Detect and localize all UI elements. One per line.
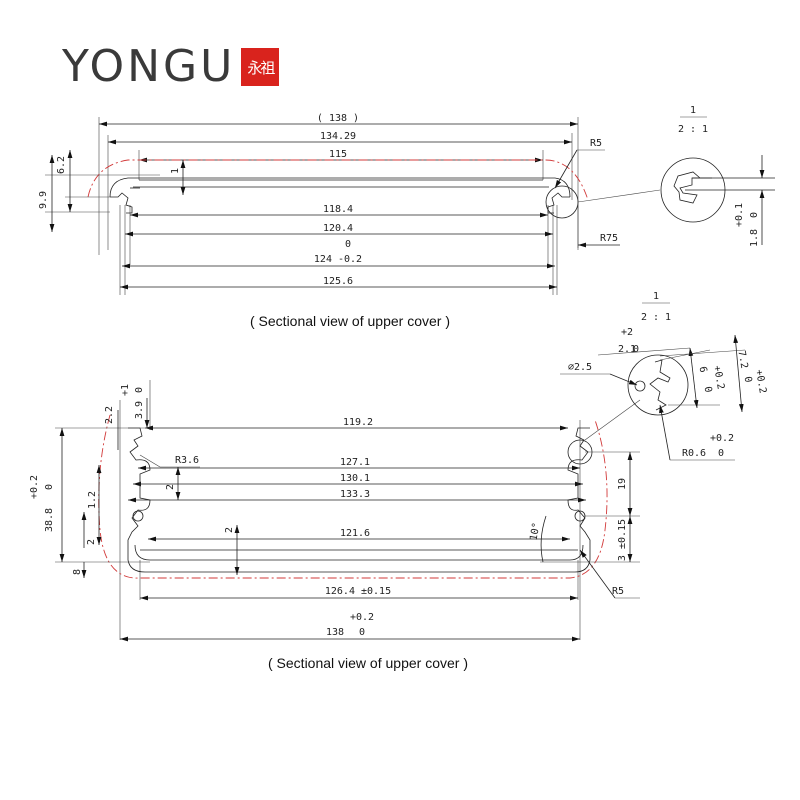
upper-view-caption: ( Sectional view of upper cover ) — [250, 313, 450, 329]
dim-124: 124 -0.2 — [314, 254, 362, 265]
height-7-2-tol-lower: 0 — [742, 376, 754, 384]
dim-127-1: 127.1 — [340, 457, 370, 468]
radius-r75: R75 — [600, 233, 618, 244]
dim-119-2: 119.2 — [343, 417, 373, 428]
dim-2-r3-6: 2 — [165, 484, 176, 490]
width-tol-lower: 0 — [633, 344, 639, 355]
dim-120-4: 120.4 — [323, 223, 353, 234]
radius-r5-lower: R5 — [612, 586, 624, 597]
detail2-scale: 2 : 1 — [641, 312, 671, 323]
lower-dim-lines — [120, 425, 586, 642]
dim-138: 138 — [326, 627, 344, 638]
brand-seal-icon: 永祖 — [241, 48, 280, 86]
upper-detail-view: 1 2 : 1 +0.1 0 1.8 — [660, 105, 775, 247]
dim-121-6: 121.6 — [340, 528, 370, 539]
dim-19: 19 — [617, 478, 628, 490]
angle-10: 10° — [529, 522, 543, 542]
height-7-2: 7.2 — [735, 350, 749, 370]
dim-3-9-tol-lower: 0 — [134, 387, 145, 393]
lower-detail-view: 1 2 : 1 ∅2.5 2.1 +2 0 6 +0.2 0 7.2 +0.2 … — [560, 291, 768, 461]
dim-124-tol-upper: 0 — [345, 239, 351, 250]
dim-9-9: 9.9 — [38, 191, 49, 209]
dim-2-left: 2 — [86, 539, 97, 545]
lower-view-caption: ( Sectional view of upper cover ) — [268, 655, 468, 671]
width-2-1: 2.1 — [618, 344, 636, 355]
radius-r0-6: R0.6 — [682, 448, 706, 459]
dim-138-ref: ( 138 ) — [317, 113, 359, 124]
seal-glyph: 永祖 — [247, 58, 275, 77]
upper-view: ( 138 ) 134.29 115 118.4 120.4 0 124 -0.… — [38, 105, 775, 329]
height-7-2-tol-upper: +0.2 — [753, 369, 768, 395]
radius-r5: R5 — [590, 138, 602, 149]
upper-profile — [109, 177, 571, 214]
width-tol-upper: +2 — [621, 327, 633, 338]
dim-38-8: 38.8 — [44, 508, 55, 532]
radius-r3-6: R3.6 — [175, 455, 199, 466]
dim-2-center: 2 — [224, 527, 235, 533]
detail-scale-num: 1 — [690, 105, 696, 116]
brand-logo: YONGU 永祖 — [62, 41, 280, 92]
height-6: 6 — [697, 366, 709, 374]
dim-6-2: 6.2 — [56, 156, 67, 174]
dim-1-2: 1.2 — [87, 491, 98, 509]
dim-115: 115 — [329, 149, 347, 160]
dim-3-9-tol-upper: +1 — [120, 384, 131, 396]
diameter-2-5: ∅2.5 — [568, 362, 592, 373]
dim-2-2: 2.2 — [104, 406, 115, 424]
brand-name: YONGU — [62, 41, 236, 92]
dim-126-4: 126.4 ±0.15 — [325, 586, 391, 597]
detail-scale: 2 : 1 — [678, 124, 708, 135]
dim-3-9: 3.9 — [134, 401, 145, 419]
height-tol-lower: 0 — [44, 484, 55, 490]
radius-r0-6-tol-lower: 0 — [718, 448, 724, 459]
upper-envelope-outline — [87, 159, 589, 201]
radius-r0-6-tol-upper: +0.2 — [710, 433, 734, 444]
detail2-scale-num: 1 — [653, 291, 659, 302]
dim-138-tol-upper: +0.2 — [350, 612, 374, 623]
height-6-tol-lower: 0 — [702, 386, 714, 394]
dim-3-15: 3 ±0.15 — [617, 519, 628, 561]
height-tol-upper: +0.2 — [29, 475, 40, 499]
detail-dim: 1.8 — [749, 229, 760, 247]
dim-130-1: 130.1 — [340, 473, 370, 484]
detail-tol-lower: 0 — [749, 212, 760, 218]
dim-133-3: 133.3 — [340, 489, 370, 500]
dim-1: 1 — [170, 168, 181, 174]
dim-118-4: 118.4 — [323, 204, 353, 215]
dim-125-6: 125.6 — [323, 276, 353, 287]
dim-8: 8 — [72, 569, 83, 575]
height-6-tol-upper: +0.2 — [711, 365, 726, 391]
detail-callout-circle — [545, 185, 579, 219]
dim-134-29: 134.29 — [320, 131, 356, 142]
dim-138-tol-lower: 0 — [359, 627, 365, 638]
detail-tol-upper: +0.1 — [734, 203, 745, 227]
lower-view: 119.2 127.1 130.1 133.3 121.6 126.4 ±0.1… — [29, 291, 768, 671]
